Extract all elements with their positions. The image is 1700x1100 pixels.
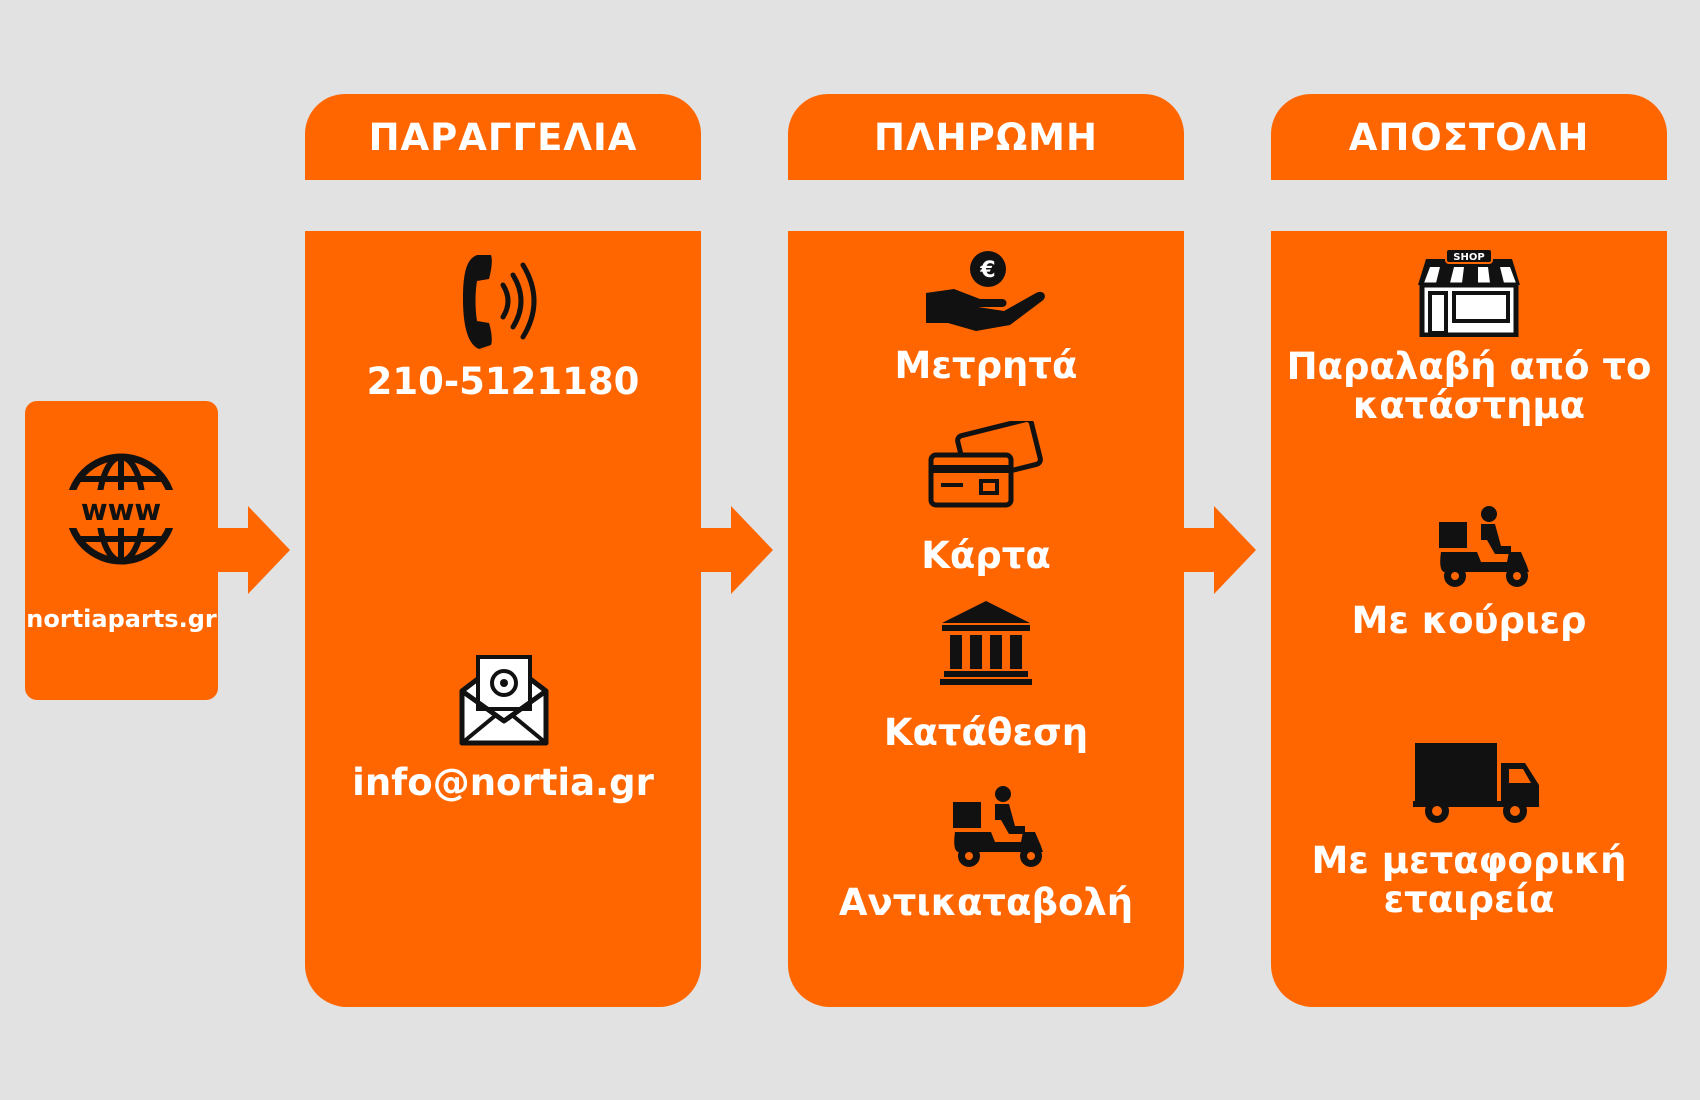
payment-option-cod: Αντικαταβολή [838, 881, 1134, 924]
payment-option-deposit: Κατάθεση [883, 711, 1089, 754]
shipping-store-pickup: Παραλαβή από το κατάστημα [1271, 347, 1667, 425]
order-header: ΠΑΡΑΓΓΕΛΙΑ [305, 94, 701, 180]
order-phone[interactable]: 210-5121180 [366, 360, 640, 403]
order-email[interactable]: info@nortia.gr [352, 761, 654, 804]
shipping-courier: Με κούριερ [1351, 599, 1587, 642]
svg-text:€: € [979, 258, 995, 283]
payment-header: ΠΛΗΡΩΜΗ [788, 94, 1184, 180]
credit-cards-icon [927, 421, 1045, 509]
bank-icon [940, 599, 1032, 687]
shipping-transport-line1: Με μεταφορική [1311, 839, 1627, 882]
website-label[interactable]: nortiaparts.gr [26, 605, 217, 633]
shipping-transport: Με μεταφορική εταιρεία [1271, 841, 1667, 919]
arrow-right-icon [218, 506, 290, 598]
shipping-header: ΑΠΟΣΤΟΛΗ [1271, 94, 1667, 180]
shipping-panel: SHOP Παραλαβή από το κατάστημα Με κούριε… [1271, 231, 1667, 1007]
delivery-scooter-icon [951, 786, 1047, 870]
globe-www-icon: www [64, 452, 178, 566]
payment-option-cash: Μετρητά [894, 344, 1078, 387]
shipping-store-pickup-line2: κατάστημα [1352, 384, 1586, 427]
shipping-transport-line2: εταιρεία [1383, 878, 1555, 921]
order-panel: 210-5121180 info@nortia.gr [305, 231, 701, 1007]
truck-icon [1413, 741, 1541, 825]
svg-text:www: www [81, 493, 161, 527]
email-envelope-icon [458, 653, 550, 747]
arrow-right-icon [701, 506, 773, 598]
payment-option-card: Κάρτα [921, 534, 1051, 577]
website-box: www nortiaparts.gr [25, 401, 218, 700]
courier-scooter-icon [1437, 506, 1533, 590]
payment-panel: € Μετρητά Κάρτα Κατάθεση [788, 231, 1184, 1007]
shop-storefront-icon: SHOP [1416, 249, 1522, 337]
svg-text:SHOP: SHOP [1453, 252, 1484, 263]
phone-icon [463, 249, 543, 353]
shipping-store-pickup-line1: Παραλαβή από το [1286, 345, 1652, 388]
cash-hand-euro-icon: € [924, 249, 1048, 337]
arrow-right-icon [1184, 506, 1256, 598]
